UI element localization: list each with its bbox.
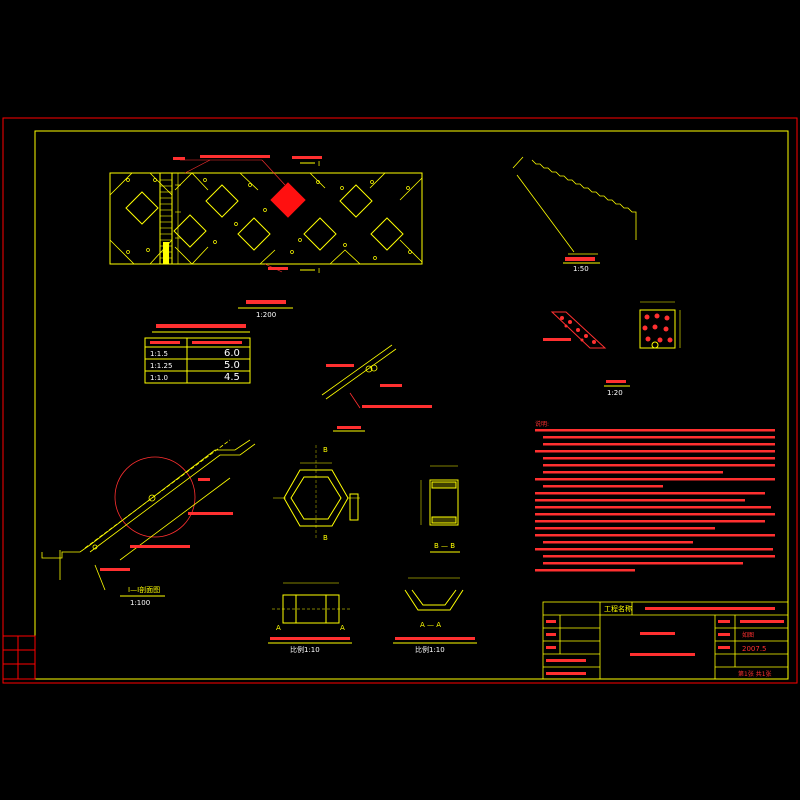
node-label-b [380,384,402,387]
section-scale: 1:100 [130,599,150,607]
bb-label: B — B [434,542,455,550]
steps-title-text [565,257,595,261]
block-scale: 1:20 [607,389,623,397]
plan-view: I I [109,155,423,275]
title-block-red-text [546,607,784,675]
highlighted-diamond [270,182,306,218]
notes-block: 说明: [535,420,775,572]
sec-i-top-label: I [318,160,320,168]
detail-a-scale: 比例1:10 [290,645,320,654]
table-row: 1:1.5 [150,350,168,358]
inner-frame [34,130,789,680]
node-detail [321,344,397,409]
detail-b-scale: 比例1:10 [415,645,445,654]
table-row: 1:1.0 [150,374,168,382]
block-detail: 1:20 [543,301,681,397]
node-title-text [337,426,361,429]
slope-label-a [198,478,210,481]
aa-label: A — A [420,621,441,629]
title-block-page: 第1张 共1张 [738,670,772,678]
binding-strip [2,635,36,680]
slope-label-b [188,512,233,515]
outer-frame [2,117,798,684]
bb-section [420,465,459,526]
table-value: 5.0 [224,360,240,371]
steps-scale: 1:50 [573,265,589,273]
plan-title-text [246,300,286,304]
table-row: 1:1.25 [150,362,172,370]
a-left-label: A [276,624,281,632]
slope-section [41,439,256,591]
slope-table: 1:1.5 1:1.25 1:1.0 6.0 5.0 4.5 [144,324,251,384]
node-label-a [326,364,354,367]
project-label: 工程名称 [604,604,632,613]
slope-label-d [100,568,130,571]
sec-i-bottom-label: I [318,267,320,275]
sec-i-label: I—I剖面图 [128,585,160,594]
aa-plan-detail [272,582,350,624]
plan-scale: 1:200 [256,311,276,319]
steps-section [512,156,637,255]
title-block [542,601,789,680]
channel-title-text [395,637,475,640]
b-top-label: B [323,446,328,454]
slope-label-c [130,545,190,548]
a-right-label: A [340,624,345,632]
node-label-c [362,405,432,408]
hexagon-detail [273,445,360,540]
notes-title: 说明: [535,420,549,428]
title-block-scale: 如图 [742,631,754,639]
u-channel-detail [404,577,464,611]
table-value: 6.0 [224,348,240,359]
title-block-date: 2007.5 [742,645,767,653]
b-bottom-label: B [323,534,328,542]
aa-title-text [270,637,350,640]
table-value: 4.5 [224,372,240,383]
